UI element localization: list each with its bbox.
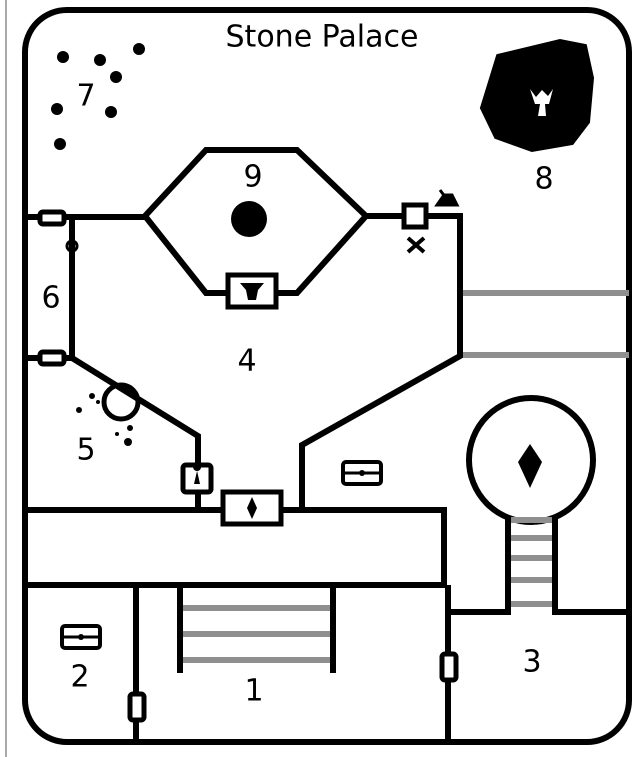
x-trap-icon (406, 236, 426, 254)
door-room6-south[interactable] (37, 349, 67, 367)
gem-icon (518, 444, 542, 488)
secret-door-icon (247, 497, 257, 519)
fountain-icon (530, 89, 553, 116)
rubble-area (76, 393, 133, 446)
statue-icon (240, 283, 264, 300)
room1-stairs (183, 605, 330, 663)
room1-wall (133, 585, 451, 745)
room-label-2: 2 (70, 660, 89, 695)
boulder-icon (101, 382, 141, 422)
room-label-7: 7 (76, 79, 95, 114)
room-label-5: 5 (76, 433, 95, 468)
door-room3[interactable] (439, 651, 459, 683)
room-label-1: 1 (244, 674, 263, 709)
scattered-dots (51, 43, 145, 150)
keyhole-icon (193, 463, 202, 484)
room-label-9: 9 (243, 160, 262, 195)
gear-icon (65, 239, 79, 253)
door-room2[interactable] (127, 691, 147, 723)
lever-icon (434, 189, 460, 207)
map-title: Stone Palace (226, 20, 419, 55)
door-room6-north[interactable] (37, 209, 67, 227)
tower-stairs (511, 517, 552, 607)
map-border (22, 7, 632, 745)
tower-stair-wall (445, 517, 632, 615)
room-label-6: 6 (41, 281, 60, 316)
trap-door[interactable] (401, 202, 429, 230)
pit-icon (231, 201, 267, 237)
room-label-4: 4 (237, 344, 256, 379)
room-label-8: 8 (534, 162, 553, 197)
room-label-3: 3 (522, 645, 541, 680)
dark-pool (479, 38, 595, 153)
